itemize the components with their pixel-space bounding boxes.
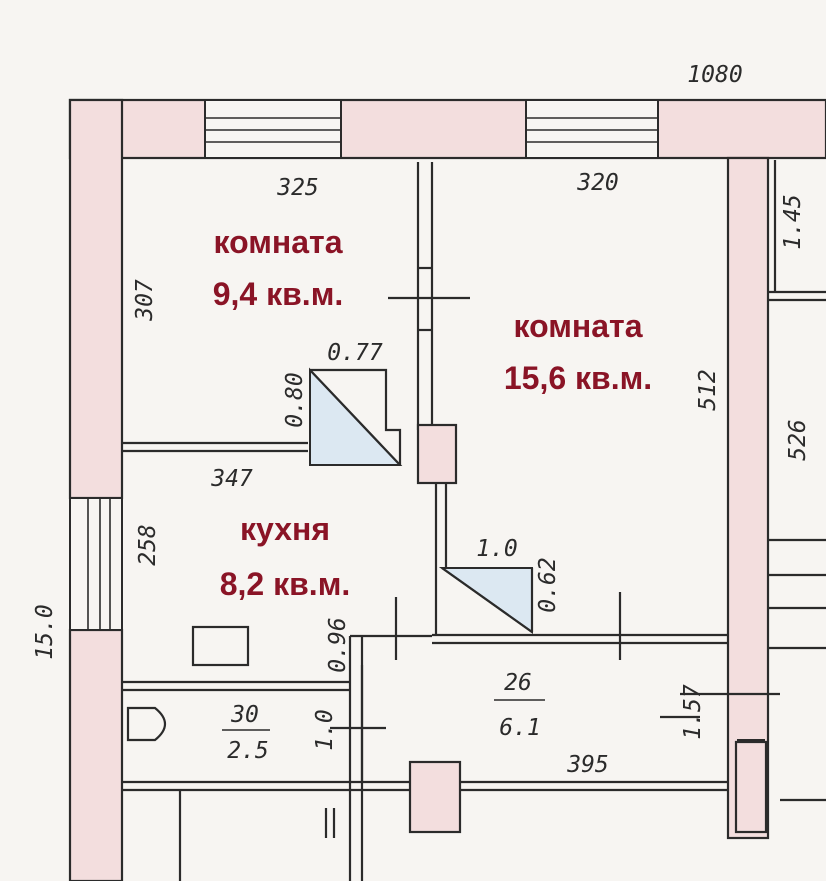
room-labels: комната 9,4 кв.м. комната 15,6 кв.м. кух… — [213, 224, 652, 602]
dim-room1-width: 325 — [276, 175, 319, 201]
dim-outer-height: 15.0 — [32, 604, 58, 659]
dim-room2-depth: 512 — [695, 369, 721, 411]
room1-area: 9,4 кв.м. — [213, 276, 344, 312]
door-room1 — [309, 367, 403, 466]
doors — [309, 367, 534, 634]
dim-corridor-height: 1.45 — [780, 194, 806, 249]
room2-area: 15,6 кв.м. — [504, 360, 652, 396]
kitchen-area: 8,2 кв.м. — [220, 566, 351, 602]
dim-passage-height: 0.96 — [325, 617, 351, 672]
dimensions: 1080 325 320 307 512 1.45 526 0.77 0.80 … — [32, 62, 811, 778]
dim-door2-width: 1.0 — [476, 536, 518, 562]
dim-right-height: 526 — [785, 419, 811, 461]
dim-bath-top: 30 — [230, 702, 259, 728]
dim-room1-depth: 307 — [132, 279, 158, 322]
right-partition — [726, 156, 826, 840]
left-wall-lower — [68, 628, 124, 881]
dim-kitchen-width: 347 — [210, 466, 253, 492]
dim-door1-width: 0.77 — [327, 340, 383, 366]
fixtures — [126, 625, 250, 742]
window-top-2 — [525, 99, 659, 159]
dim-door2-height: 0.62 — [535, 557, 561, 612]
sink — [126, 706, 167, 742]
kitchen-name: кухня — [240, 511, 330, 547]
window-left — [69, 497, 123, 631]
dim-hall-bottom: 6.1 — [499, 715, 541, 741]
dim-hall-height: 1.57 — [680, 684, 706, 740]
pillar — [416, 423, 458, 485]
dim-bath-height: 1.0 — [312, 709, 338, 751]
interior-walls — [122, 162, 780, 881]
dim-room2-width: 320 — [576, 170, 619, 196]
stove — [191, 625, 250, 667]
dim-total-width: 1080 — [687, 62, 742, 88]
room2-name: комната — [514, 308, 643, 344]
dim-door1-height: 0.80 — [282, 372, 308, 427]
dim-hall-width: 395 — [566, 752, 609, 778]
outer-walls — [68, 98, 826, 881]
hall-pillar — [408, 760, 462, 834]
top-wall — [68, 98, 826, 160]
dim-hall-top: 26 — [504, 670, 532, 696]
room1-name: комната — [214, 224, 343, 260]
window-top-1 — [204, 99, 342, 159]
right-wall — [726, 156, 770, 840]
dim-kitchen-depth: 258 — [135, 524, 161, 566]
door-room2 — [438, 567, 534, 634]
dim-bath-bottom: 2.5 — [227, 738, 269, 764]
left-wall-upper — [68, 98, 124, 500]
